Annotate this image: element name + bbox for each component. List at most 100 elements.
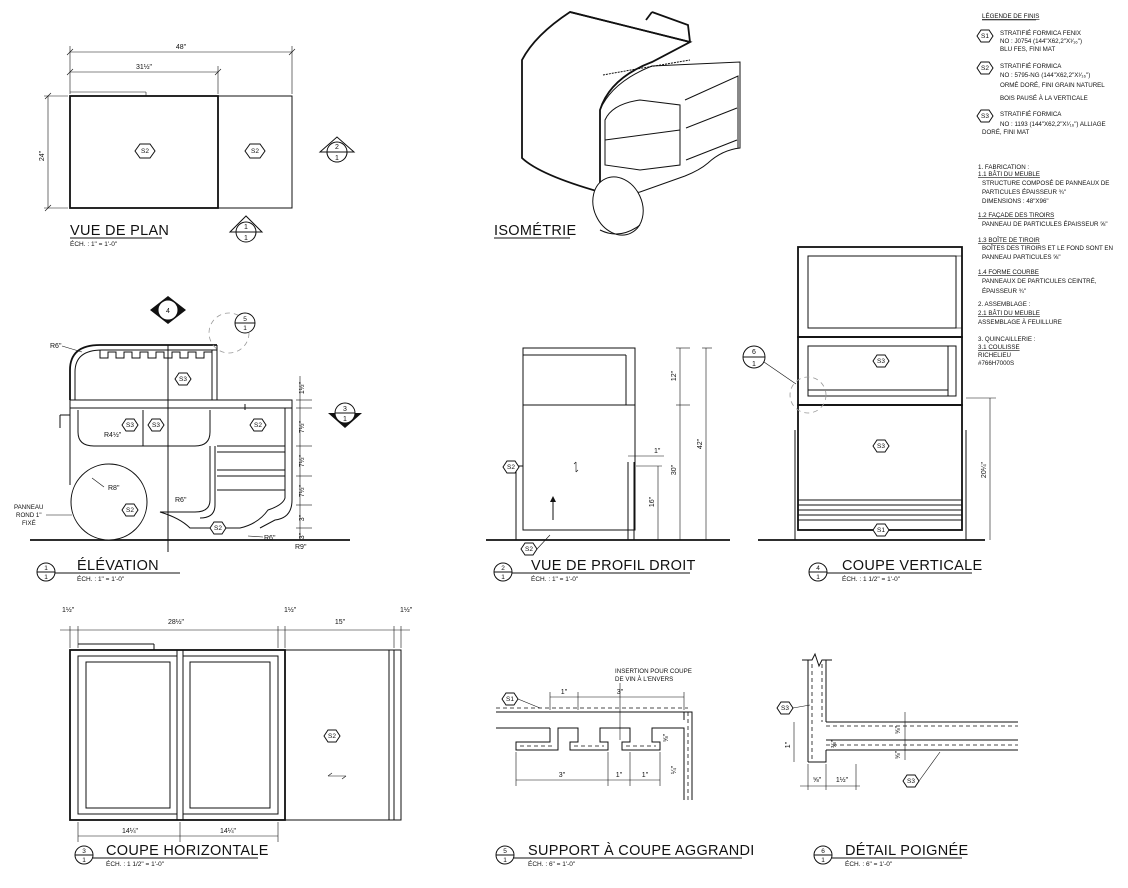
svg-text:⅜": ⅜"	[831, 739, 838, 748]
svg-text:S2: S2	[981, 65, 989, 72]
svg-text:ÉCH. : 6" = 1'-0": ÉCH. : 6" = 1'-0"	[528, 859, 576, 868]
svg-text:S2: S2	[126, 507, 134, 514]
svg-text:1: 1	[44, 565, 48, 572]
svg-text:#766H7000S: #766H7000S	[978, 360, 1014, 367]
svg-text:ROND 1": ROND 1"	[16, 512, 42, 519]
svg-text:3. QUINCAILLERIE :: 3. QUINCAILLERIE :	[978, 336, 1036, 343]
finish-tag-s2	[976, 61, 994, 75]
support-title: SUPPORT À COUPE AGGRANDI	[528, 842, 755, 859]
svg-text:PARTICULES ÉPAISSEUR ¾": PARTICULES ÉPAISSEUR ¾"	[982, 189, 1066, 196]
svg-text:PANNEAU PARTICULES ⅝": PANNEAU PARTICULES ⅝"	[982, 254, 1061, 261]
svg-text:S3: S3	[781, 705, 789, 712]
svg-text:NO : J0754 (144"X62,2"X¹⁄₁₆"): NO : J0754 (144"X62,2"X¹⁄₁₆")	[1000, 38, 1082, 45]
svg-text:1: 1	[243, 325, 247, 332]
svg-text:5: 5	[243, 316, 247, 323]
svg-text:1.1 BÂTI DU MEUBLE: 1.1 BÂTI DU MEUBLE	[978, 171, 1040, 178]
vertical-section-view: S3 S3 S1 20¼" 6 1 4 1 COUPE VERTICALE ÉC…	[742, 246, 996, 583]
finish-tag-s2	[249, 418, 267, 432]
svg-text:1½": 1½"	[836, 776, 849, 784]
section-mark-6: 6 1	[742, 345, 797, 385]
svg-text:2: 2	[335, 144, 339, 151]
svg-text:2.1 BÂTI DU MEUBLE: 2.1 BÂTI DU MEUBLE	[978, 310, 1040, 317]
section-mark-4: 4	[150, 296, 186, 324]
svg-text:1: 1	[44, 574, 48, 581]
svg-text:1: 1	[343, 416, 347, 423]
svg-text:S2: S2	[254, 422, 262, 429]
svg-text:S3: S3	[152, 422, 160, 429]
svg-text:STRATIFIÉ FORMICA FENIX: STRATIFIÉ FORMICA FENIX	[1000, 30, 1081, 37]
svg-text:1: 1	[82, 857, 86, 864]
svg-text:BLU FES, FINI MAT: BLU FES, FINI MAT	[1000, 46, 1055, 53]
svg-text:STRATIFIÉ FORMICA: STRATIFIÉ FORMICA	[1000, 63, 1062, 70]
svg-text:S2: S2	[214, 525, 222, 532]
svg-text:1": 1"	[785, 741, 792, 748]
svg-text:R8": R8"	[108, 485, 120, 492]
svg-text:20¼": 20¼"	[981, 461, 988, 478]
svg-text:3: 3	[343, 406, 347, 413]
svg-text:1. FABRICATION :: 1. FABRICATION :	[978, 164, 1029, 171]
svg-text:1.2 FAÇADE DES TIROIRS: 1.2 FAÇADE DES TIROIRS	[978, 212, 1054, 219]
svg-text:NO : 5795-NG (144"X62,2"X¹⁄₁₆": NO : 5795-NG (144"X62,2"X¹⁄₁₆")	[1000, 72, 1090, 79]
handle-title: DÉTAIL POIGNÉE	[845, 842, 968, 859]
svg-text:4: 4	[166, 308, 170, 315]
svg-text:ASSEMBLAGE À FEUILLURE: ASSEMBLAGE À FEUILLURE	[978, 319, 1062, 326]
svg-text:16": 16"	[649, 496, 656, 507]
svg-text:ÉPAISSEUR ¾": ÉPAISSEUR ¾"	[982, 288, 1026, 295]
section-mark-2: 2 1	[318, 136, 356, 163]
svg-text:RICHELIEU: RICHELIEU	[978, 352, 1011, 359]
svg-text:1: 1	[244, 235, 248, 242]
svg-text:1.4 FORME COURBE: 1.4 FORME COURBE	[978, 269, 1039, 276]
svg-text:1: 1	[821, 857, 825, 864]
finish-tag-s1	[872, 523, 890, 537]
svg-text:3": 3"	[617, 689, 624, 696]
svg-text:BOÎTES DES TIROIRS ET LE FOND: BOÎTES DES TIROIRS ET LE FOND SONT EN	[982, 245, 1113, 252]
svg-text:7½": 7½"	[298, 420, 306, 433]
svg-text:3": 3"	[559, 772, 566, 779]
section-mark-1: 1 1	[228, 215, 264, 243]
svg-text:S2: S2	[141, 148, 149, 155]
svg-text:PANNEAUX DE PARTICULES CEINTRÉ: PANNEAUX DE PARTICULES CEINTRÉ,	[982, 278, 1097, 285]
svg-text:S1: S1	[506, 696, 514, 703]
dim-plan-width: 48"	[176, 44, 187, 51]
elevation-title: ÉLÉVATION	[77, 557, 159, 574]
svg-text:INSERTION POUR COUPE: INSERTION POUR COUPE	[615, 668, 692, 675]
svg-text:R6": R6"	[175, 497, 187, 504]
svg-text:S2: S2	[328, 733, 336, 740]
svg-text:R4½": R4½"	[104, 431, 122, 439]
svg-text:ÉCH. : 1" = 1'-0": ÉCH. : 1" = 1'-0"	[77, 574, 125, 583]
svg-text:PANNEAU: PANNEAU	[14, 504, 43, 511]
plan-title: VUE DE PLAN	[70, 223, 169, 239]
svg-text:R6": R6"	[264, 535, 276, 542]
section-mark-5: 5 1	[234, 312, 256, 334]
svg-text:FIXÉ: FIXÉ	[22, 520, 36, 527]
finish-tag-s3	[872, 354, 890, 368]
svg-text:1: 1	[335, 155, 339, 162]
svg-text:1": 1"	[642, 772, 649, 779]
section-mark-3: 3 1	[328, 402, 362, 428]
svg-text:1½": 1½"	[284, 606, 297, 614]
finish-tag-s2	[121, 503, 139, 517]
svg-text:S2: S2	[507, 464, 515, 471]
svg-text:1": 1"	[561, 689, 568, 696]
svg-text:S3: S3	[877, 443, 885, 450]
svg-text:7½": 7½"	[298, 454, 306, 467]
svg-text:ORMÉ DORÉ, FINI GRAIN NATUREL: ORMÉ DORÉ, FINI GRAIN NATUREL	[1000, 82, 1105, 89]
svg-text:DE VIN À L'ENVERS: DE VIN À L'ENVERS	[615, 676, 673, 683]
svg-text:S3: S3	[981, 113, 989, 120]
svg-text:1½": 1½"	[400, 606, 413, 614]
svg-text:¼": ¼"	[671, 765, 678, 774]
isometric-view: ISOMÉTRIE	[494, 11, 741, 239]
svg-text:2: 2	[501, 565, 505, 572]
finish-tag-s2	[323, 729, 341, 743]
iso-title: ISOMÉTRIE	[494, 222, 576, 239]
svg-text:S1: S1	[981, 33, 989, 40]
svg-text:1: 1	[501, 574, 505, 581]
svg-text:S1: S1	[877, 527, 885, 534]
svg-text:4: 4	[816, 565, 820, 572]
elevation-view: 4 5 1 3 1 S3 S3 S3 S2 S2 S2 R6"	[14, 296, 362, 583]
plan-scale: ÉCH. : 1" = 1'-0"	[70, 239, 118, 248]
svg-text:S3: S3	[179, 376, 187, 383]
svg-text:1: 1	[503, 857, 507, 864]
finish-tag-s1	[976, 29, 994, 43]
